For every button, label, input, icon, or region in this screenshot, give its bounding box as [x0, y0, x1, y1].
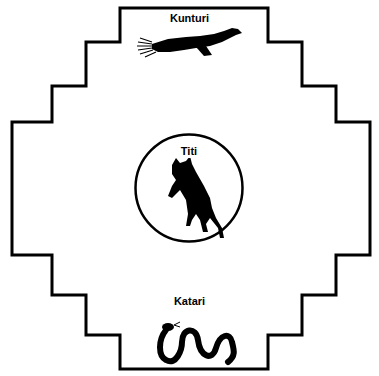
circle-outline: [136, 135, 243, 242]
snake-figure: [160, 322, 234, 362]
animal-label: Titi: [179, 145, 199, 158]
condor-body: [152, 28, 242, 52]
puma-silhouette: [168, 156, 224, 238]
animal-label: Katari: [172, 295, 207, 308]
chakana-outline: [12, 8, 370, 369]
snake-head: [162, 323, 174, 331]
snake-tongue: [174, 322, 180, 327]
condor-tail: [196, 46, 212, 56]
snake-body: [160, 330, 234, 362]
animal-label: Kunturi: [168, 12, 211, 25]
circle-node: Titi: [134, 133, 244, 243]
condor-feathers: [137, 38, 156, 57]
condor-figure: [137, 28, 242, 57]
puma-figure: [168, 156, 224, 238]
